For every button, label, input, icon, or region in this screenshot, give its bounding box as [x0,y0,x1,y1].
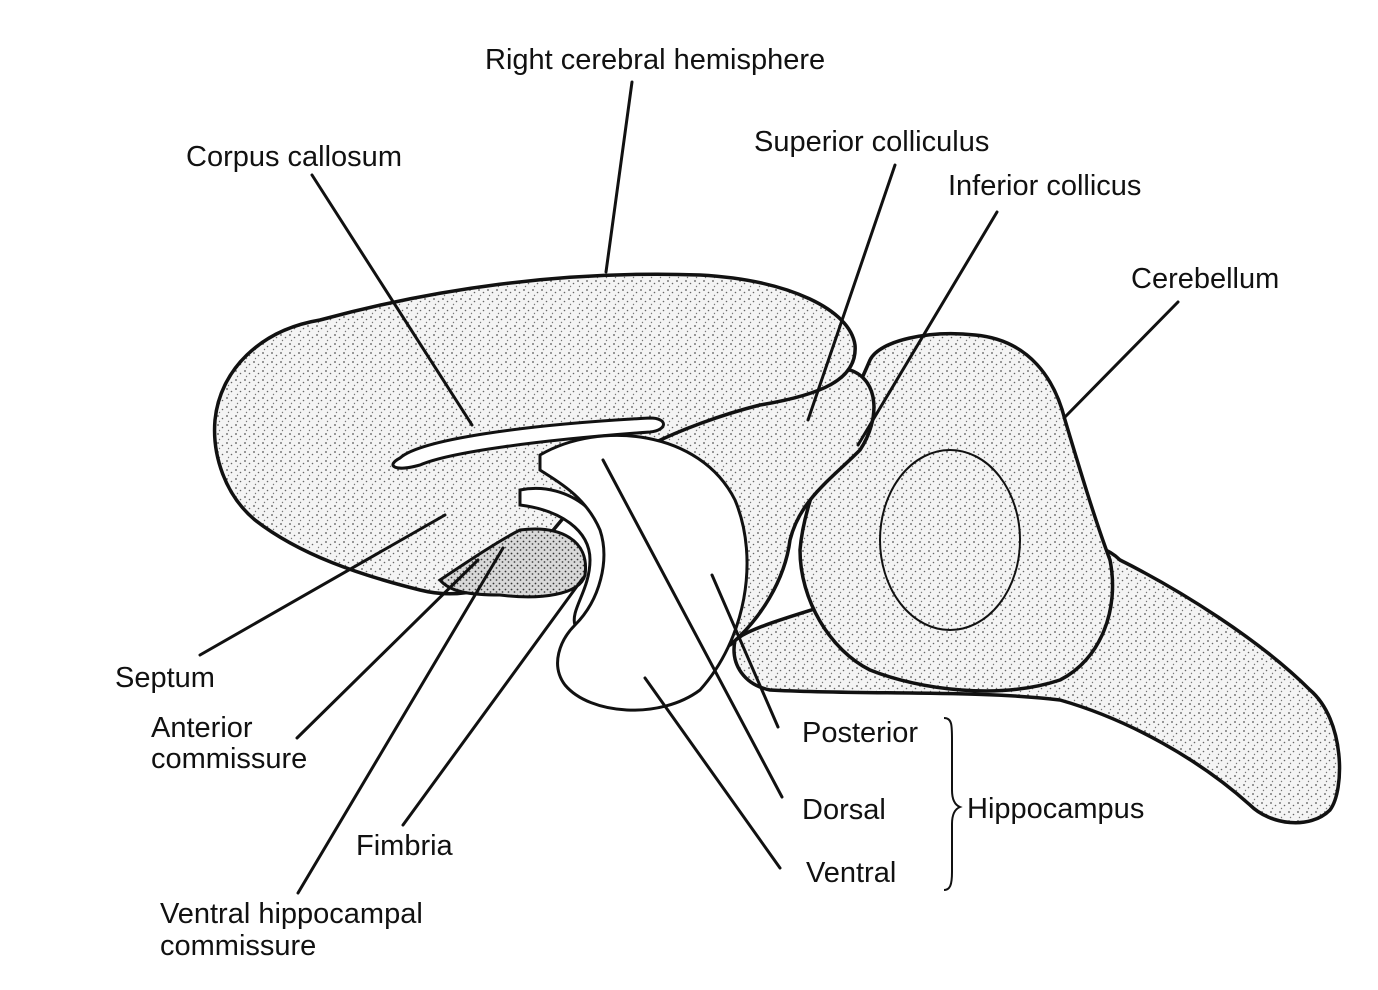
pointer-posterior [710,573,780,729]
label-ventral-hippocampal-commissure-line2: commissure [160,930,316,962]
corpus-callosum-shape [391,416,665,470]
pointer-cerebellum [1062,300,1180,420]
septum-shape [437,527,588,599]
pointer-septum [198,513,447,657]
cerebellum-inner-fold [879,449,1021,631]
cerebellum-shape [798,331,1115,693]
label-inferior-collicus: Inferior collicus [948,170,1141,202]
label-corpus-callosum: Corpus callosum [186,141,402,173]
label-ventral: Ventral [806,857,896,889]
pointer-corpus-callosum [310,173,474,427]
label-posterior: Posterior [802,717,918,749]
pointer-inferior-collicus [856,210,999,447]
label-hippocampus: Hippocampus [967,793,1144,825]
hippocampus-bracket [943,717,963,891]
hippocampus-shape [538,433,749,712]
label-fimbria: Fimbria [356,830,454,862]
label-ventral-hippocampal-commissure-line1: Ventral hippocampal [160,898,423,930]
label-cerebellum: Cerebellum [1131,263,1279,295]
pointer-superior-colliculus [806,163,897,422]
pointer-anterior-commissure [295,558,480,740]
pointer-fimbria [401,576,585,827]
label-superior-colliculus: Superior colliculus [754,126,989,158]
pointer-dorsal [601,458,784,799]
label-anterior-commissure-line2: commissure [151,743,307,775]
label-anterior-commissure-line1: Anterior [151,712,253,744]
label-right-cerebral-hemisphere: Right cerebral hemisphere [485,44,825,76]
label-dorsal: Dorsal [802,794,886,826]
label-septum: Septum [115,662,215,694]
pointer-ventral-hippocampal-commissure [296,546,505,895]
pointer-right-cerebral-hemisphere [604,80,634,274]
pointer-ventral [643,676,782,870]
